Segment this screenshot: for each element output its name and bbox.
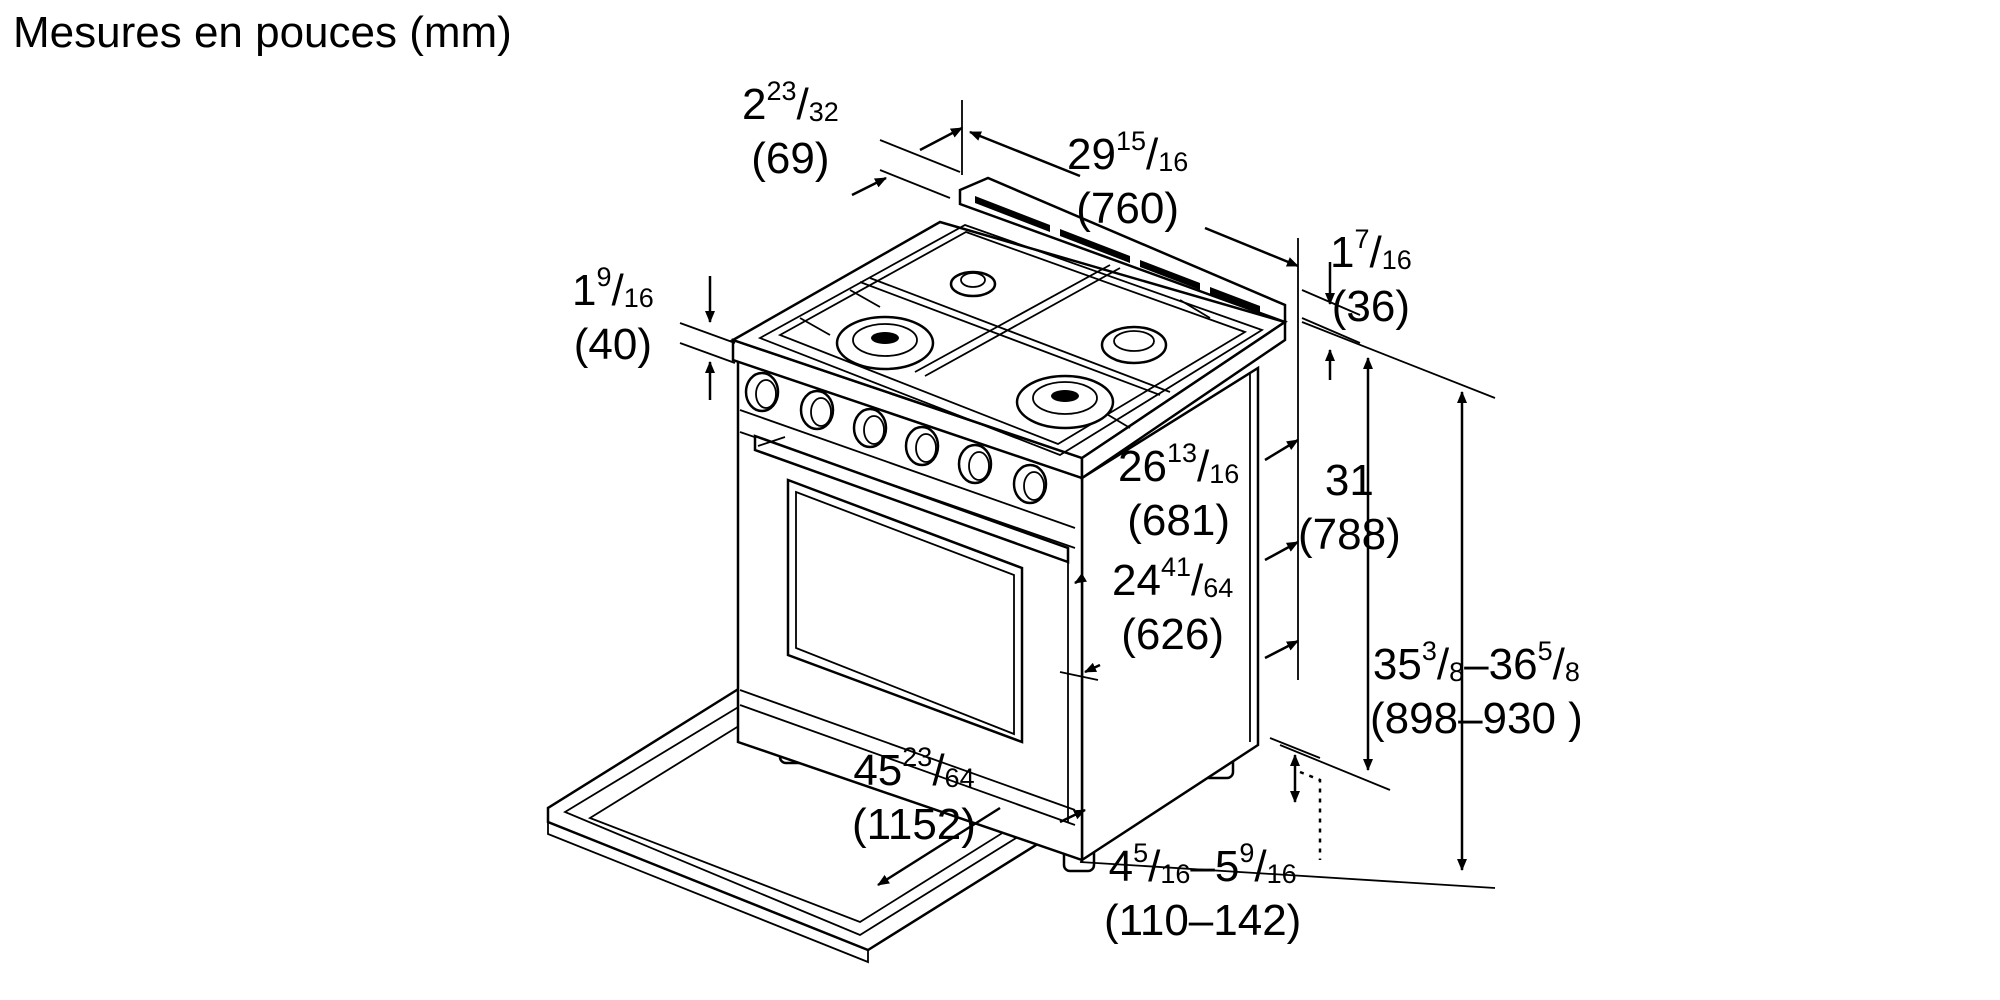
- dimension-label-d8: 353/8–365/8 (898–930 ): [1370, 636, 1583, 744]
- burner-grates: [757, 224, 1265, 457]
- dimension-label-d10: 45/16–59/16 (110–142): [1104, 838, 1302, 946]
- backguard-vents: [975, 196, 1260, 313]
- dimension-label-d3: 17/16 (36): [1330, 224, 1412, 332]
- dimension-label-d5: 2613/16 (681): [1118, 438, 1240, 546]
- dimension-label-d6: 31 (788): [1298, 456, 1401, 559]
- dimension-label-d1: 223/32 (69): [742, 76, 839, 184]
- dimension-lines: [679, 100, 1496, 889]
- dimension-label-d4: 19/16 (40): [572, 262, 654, 370]
- oven-handle: [753, 434, 1070, 564]
- oven-window: [786, 478, 1024, 744]
- dimension-label-d7: 2441/64 (626): [1112, 552, 1234, 660]
- dimension-label-d9: 4523/64 (1152): [852, 742, 976, 850]
- page-title: Mesures en pouces (mm): [13, 8, 512, 57]
- cooktop: [729, 176, 1288, 481]
- burners: [835, 270, 1168, 430]
- dimension-label-d2: 2915/16 (760): [1067, 126, 1189, 234]
- control-knobs: [744, 371, 1048, 505]
